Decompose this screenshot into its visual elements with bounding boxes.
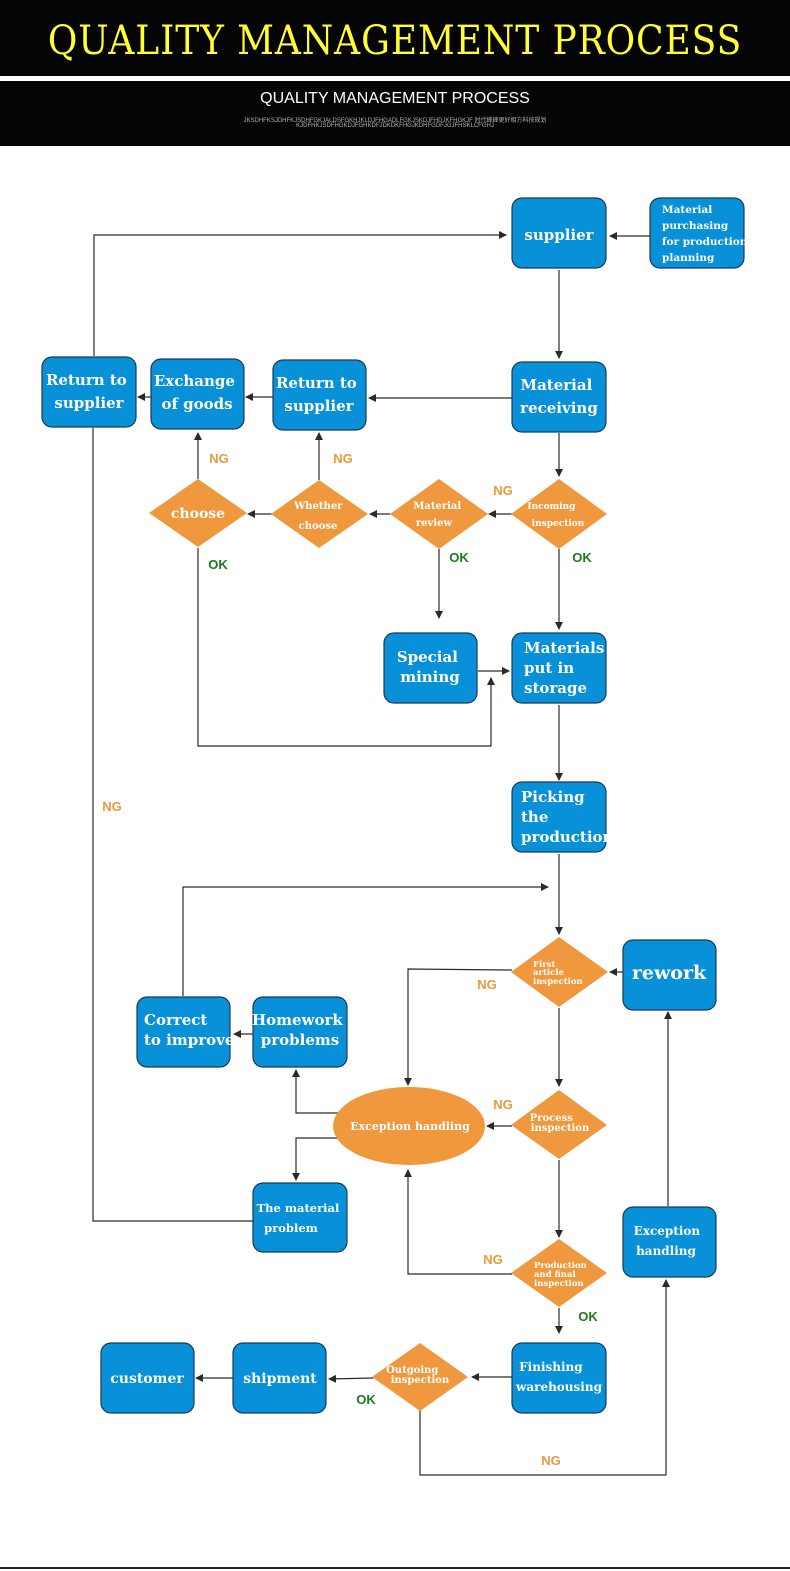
node-finishing-warehousing: Finishing warehousing <box>511 1342 607 1414</box>
edge-label-ng: NG <box>541 1453 561 1468</box>
connector <box>197 548 495 747</box>
node-materials-put-in-storage: Materials put in storage <box>511 632 610 704</box>
node-rework: rework <box>622 939 717 1011</box>
banner-divider <box>0 76 790 81</box>
node-return-to-supplier-right: Return to supplier <box>272 359 367 431</box>
decision-first-article-inspection: First article inspection <box>511 937 608 1007</box>
node-label: Incoming inspection <box>527 502 584 529</box>
edge-label-ok: OK <box>578 1309 598 1324</box>
edge-label-ng: NG <box>477 977 497 992</box>
edge-labels: NG NG NG OK OK OK NG NG NG NG OK OK NG <box>102 451 598 1468</box>
node-label: Process inspection <box>530 1113 590 1134</box>
subtitle-text-line-2: KJDFHKJSDFHGKDJFGHKDFJDKDKFHGJKDHFGDFJGJ… <box>296 123 494 129</box>
decision-nodes: Incoming inspection Material review Whet… <box>149 479 608 1411</box>
subtitle-text-line-1: JKSDHFKSJDHFKJSDHFGKJALDSFGKHJKLDJFHGADL… <box>243 118 547 124</box>
edge-label-ng: NG <box>333 451 353 466</box>
node-exception-handling-box: Exception handling <box>622 1206 717 1278</box>
node-label: Material review <box>413 501 464 529</box>
connector <box>93 231 507 356</box>
node-label: Special mining <box>397 648 463 686</box>
edge-label-ok: OK <box>356 1392 376 1407</box>
connector <box>404 1169 512 1275</box>
edge-label-ng: NG <box>493 483 513 498</box>
node-shipment: shipment <box>232 1342 327 1414</box>
node-label: Materials put in storage <box>524 639 610 697</box>
node-the-material-problem: The material problem <box>252 1182 348 1253</box>
node-homework-problems: Homework problems <box>252 996 348 1068</box>
node-return-to-supplier-left: Return to supplier <box>41 356 137 428</box>
node-label: rework <box>632 962 707 984</box>
node-label: shipment <box>243 1371 317 1387</box>
edge-label-ng: NG <box>493 1097 513 1112</box>
edge-label-ng: NG <box>483 1252 503 1267</box>
node-label: Whether choose <box>293 501 346 532</box>
node-material-purchasing: Material purchasing for production plann… <box>649 197 751 269</box>
decision-material-review: Material review <box>390 479 488 549</box>
node-label: Exchange of goods <box>154 372 240 413</box>
decision-choose: choose <box>149 479 247 547</box>
node-picking-the-production: Picking the production <box>511 781 614 853</box>
node-label: choose <box>171 506 225 522</box>
node-label: Finishing warehousing <box>515 1360 603 1394</box>
node-correct-to-improve: Correct to improve <box>136 996 234 1068</box>
connector <box>92 428 253 1222</box>
node-special-mining: Special mining <box>383 632 478 704</box>
node-label: Outgoing inspection <box>386 1365 450 1386</box>
connector <box>328 1374 374 1383</box>
connector <box>292 1069 340 1114</box>
exception-handling-oval: Exception handling <box>333 1087 485 1165</box>
connector <box>292 1137 340 1181</box>
node-label: Return to supplier <box>46 371 132 412</box>
connector <box>404 968 513 1086</box>
edge-label-ng: NG <box>209 451 229 466</box>
edge-label-ok: OK <box>572 550 592 565</box>
node-label: Material purchasing for production plann… <box>662 204 751 264</box>
node-label: Picking the production <box>521 788 614 846</box>
node-label: Correct to improve <box>144 1011 234 1049</box>
node-label: supplier <box>524 226 594 244</box>
decision-incoming-inspection: Incoming inspection <box>511 479 607 549</box>
node-label: Exception handling <box>350 1120 470 1133</box>
node-exchange-of-goods: Exchange of goods <box>150 358 245 430</box>
decision-production-final-inspection: Production and final inspection <box>511 1239 607 1307</box>
node-label: Production and final inspection <box>534 1261 590 1289</box>
edge-label-ok: OK <box>208 557 228 572</box>
connector <box>419 1279 670 1476</box>
node-material-receiving: Material receiving <box>511 361 607 433</box>
node-label: The material problem <box>257 1201 344 1235</box>
edge-label-ng: NG <box>102 799 122 814</box>
node-label: customer <box>110 1371 184 1387</box>
node-supplier: supplier <box>511 197 607 269</box>
decision-process-inspection: Process inspection <box>511 1090 607 1159</box>
node-label: Homework problems <box>252 1011 348 1049</box>
node-label: First article inspection <box>533 960 583 987</box>
decision-outgoing-inspection: Outgoing inspection <box>372 1343 468 1411</box>
node-customer: customer <box>100 1342 195 1414</box>
bottom-divider <box>0 1567 790 1569</box>
node-label: Exception handling <box>634 1224 705 1258</box>
node-label: Return to supplier <box>276 374 362 415</box>
connectors <box>92 231 672 1476</box>
connector <box>182 883 549 996</box>
decision-whether-choose: Whether choose <box>271 480 368 548</box>
title-banner: QUALITY MANAGEMENT PROCESS QUALITY MANAG… <box>0 0 790 146</box>
process-boxes: supplier Material purchasing for product… <box>41 197 751 1414</box>
page-subtitle: QUALITY MANAGEMENT PROCESS <box>260 90 530 107</box>
node-label: Material receiving <box>520 376 598 417</box>
edge-label-ok: OK <box>449 550 469 565</box>
page-title: QUALITY MANAGEMENT PROCESS <box>47 18 743 64</box>
